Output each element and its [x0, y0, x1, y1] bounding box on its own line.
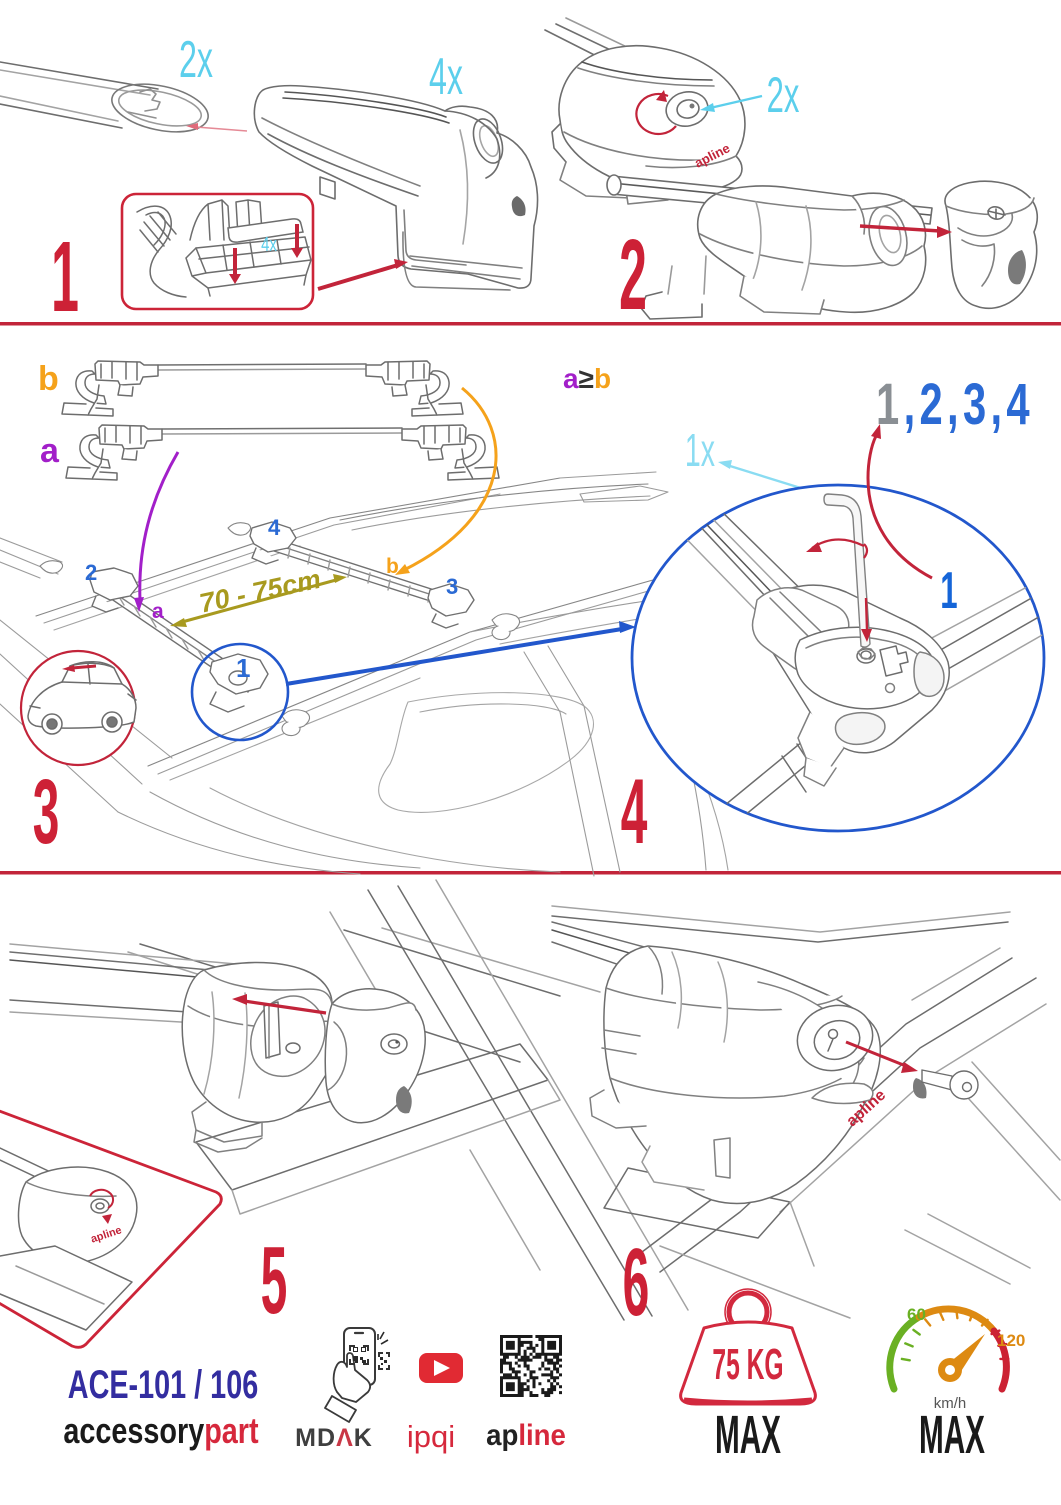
- svg-text:1,2,3,4: 1,2,3,4: [876, 371, 1034, 436]
- svg-text:ACE-101 / 106: ACE-101 / 106: [68, 1362, 258, 1407]
- svg-text:apline: apline: [486, 1419, 566, 1452]
- svg-text:3: 3: [33, 760, 60, 863]
- svg-text:MDΛK: MDΛK: [295, 1424, 373, 1452]
- svg-text:5: 5: [261, 1227, 288, 1335]
- svg-text:4: 4: [621, 760, 648, 863]
- svg-text:a: a: [152, 600, 164, 623]
- svg-text:2: 2: [619, 218, 647, 331]
- svg-text:4: 4: [268, 515, 281, 540]
- svg-text:1: 1: [51, 220, 79, 333]
- svg-text:3: 3: [446, 574, 458, 599]
- svg-text:60: 60: [907, 1305, 926, 1324]
- svg-text:4x: 4x: [429, 48, 463, 106]
- svg-text:2x: 2x: [179, 31, 213, 89]
- svg-text:ipqi: ipqi: [407, 1419, 455, 1454]
- svg-text:1x: 1x: [685, 425, 715, 477]
- svg-text:b: b: [38, 360, 59, 398]
- svg-text:120: 120: [997, 1331, 1025, 1350]
- svg-text:2: 2: [85, 560, 97, 585]
- svg-text:1: 1: [940, 562, 957, 620]
- svg-text:6: 6: [623, 1229, 650, 1337]
- svg-text:a≥b: a≥b: [563, 363, 611, 394]
- svg-text:accessorypart: accessorypart: [63, 1410, 258, 1451]
- svg-text:a: a: [40, 432, 60, 470]
- svg-text:km/h: km/h: [934, 1395, 967, 1412]
- svg-text:MAX: MAX: [715, 1406, 781, 1465]
- svg-text:MAX: MAX: [919, 1406, 985, 1465]
- svg-text:b: b: [386, 555, 399, 578]
- svg-text:4x: 4x: [261, 233, 277, 256]
- svg-text:2x: 2x: [767, 66, 800, 122]
- svg-text:75 KG: 75 KG: [712, 1340, 783, 1389]
- svg-text:1: 1: [236, 653, 250, 683]
